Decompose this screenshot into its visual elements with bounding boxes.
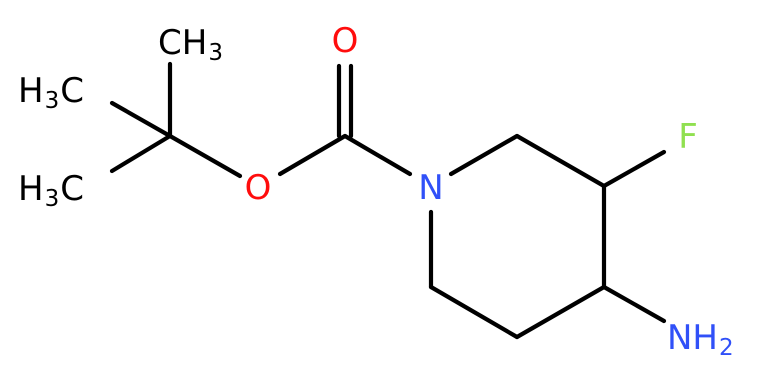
fluorine-label: F — [678, 117, 698, 157]
amine-subscript: 2 — [719, 335, 734, 361]
bond-nitrogen-to-c2 — [448, 133, 520, 177]
ring-nitrogen-label: N — [418, 168, 443, 208]
methyl-lower-label: H3C — [18, 169, 84, 212]
methyl-upper-label: H3C — [18, 71, 84, 114]
methyl-upper-c: C — [60, 71, 84, 111]
bond-ester-oxygen-to-carbonyl-c — [277, 133, 348, 177]
bonds — [109, 61, 667, 340]
bond-quaternary-c-to-upper-methyl — [109, 100, 173, 139]
methyl-top-subscript: 3 — [208, 40, 223, 66]
methyl-lower-h: H — [18, 169, 44, 209]
atom-labels: CH3 H3C H3C O O N F NH2 — [18, 21, 734, 361]
bond-c4-to-c5 — [514, 284, 607, 340]
ester-oxygen-label: O — [245, 168, 272, 208]
amine-nh: NH — [667, 318, 718, 358]
methyl-lower-subscript: 3 — [45, 186, 60, 212]
amine-label: NH2 — [667, 318, 734, 361]
bond-c5-to-c6 — [428, 284, 520, 340]
methyl-upper-subscript: 3 — [45, 88, 60, 114]
methyl-top-ch: CH — [158, 23, 207, 63]
bond-c4-to-amine — [601, 284, 667, 324]
bond-carbonyl-c-to-nitrogen — [342, 133, 413, 177]
methyl-lower-c: C — [60, 169, 84, 209]
bond-quaternary-c-to-ester-oxygen — [167, 133, 243, 179]
carbonyl-oxygen-label: O — [332, 21, 359, 61]
bond-c2-to-c3 — [514, 133, 607, 189]
bond-quaternary-c-to-lower-methyl — [109, 133, 173, 174]
methyl-top-label: CH3 — [158, 23, 223, 66]
methyl-upper-h: H — [18, 71, 44, 111]
bond-c3-to-fluorine — [601, 149, 667, 189]
